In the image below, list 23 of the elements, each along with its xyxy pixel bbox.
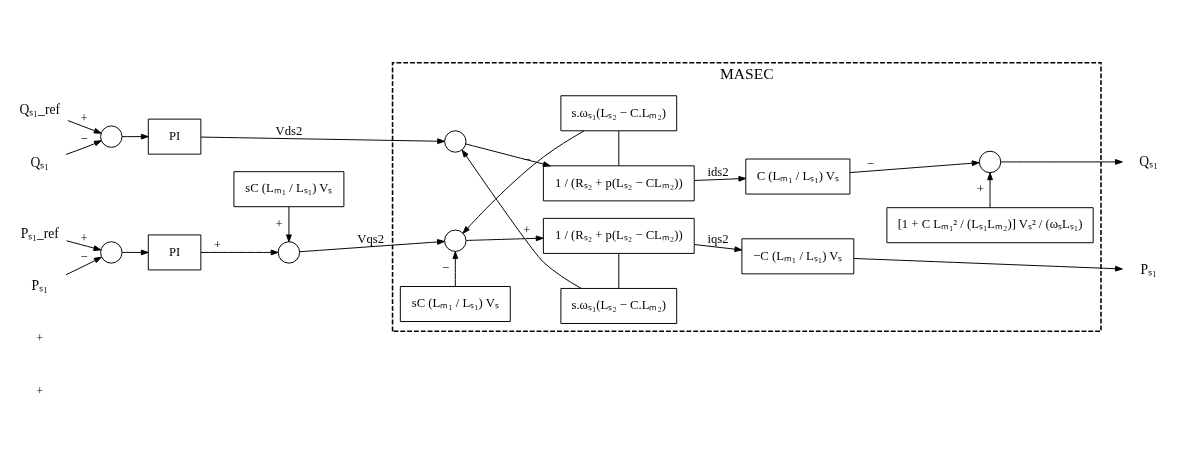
edge-label: − [866, 156, 874, 171]
edge-label: ids2 [707, 164, 729, 179]
edge-label: iqs2 [707, 231, 729, 246]
edge-label: − [80, 249, 88, 264]
edge-label: − [80, 131, 88, 146]
node-text: Pₛ₁ [31, 277, 48, 293]
node-text: Pₛ₁ [1140, 261, 1157, 277]
edge-label: − [442, 260, 450, 275]
edge-label: + [80, 230, 88, 245]
label: + [36, 331, 44, 345]
edge-label: + [80, 110, 88, 125]
edge-label: + [523, 222, 531, 237]
node-text: Qₛ₁_ref [19, 101, 61, 117]
node-text: Qₛ₁ [30, 154, 50, 170]
edge-label: + [275, 216, 283, 231]
edge-label: + [976, 181, 984, 196]
edge-label: Vqs2 [357, 231, 385, 246]
edge-label: − [523, 152, 531, 167]
edge-label: Vds2 [275, 123, 303, 138]
edge-label: + [213, 237, 221, 252]
node-text: Qₛ₁ [1139, 153, 1158, 169]
label: + [36, 384, 44, 398]
node-text: Pₛ₁_ref [20, 225, 59, 241]
